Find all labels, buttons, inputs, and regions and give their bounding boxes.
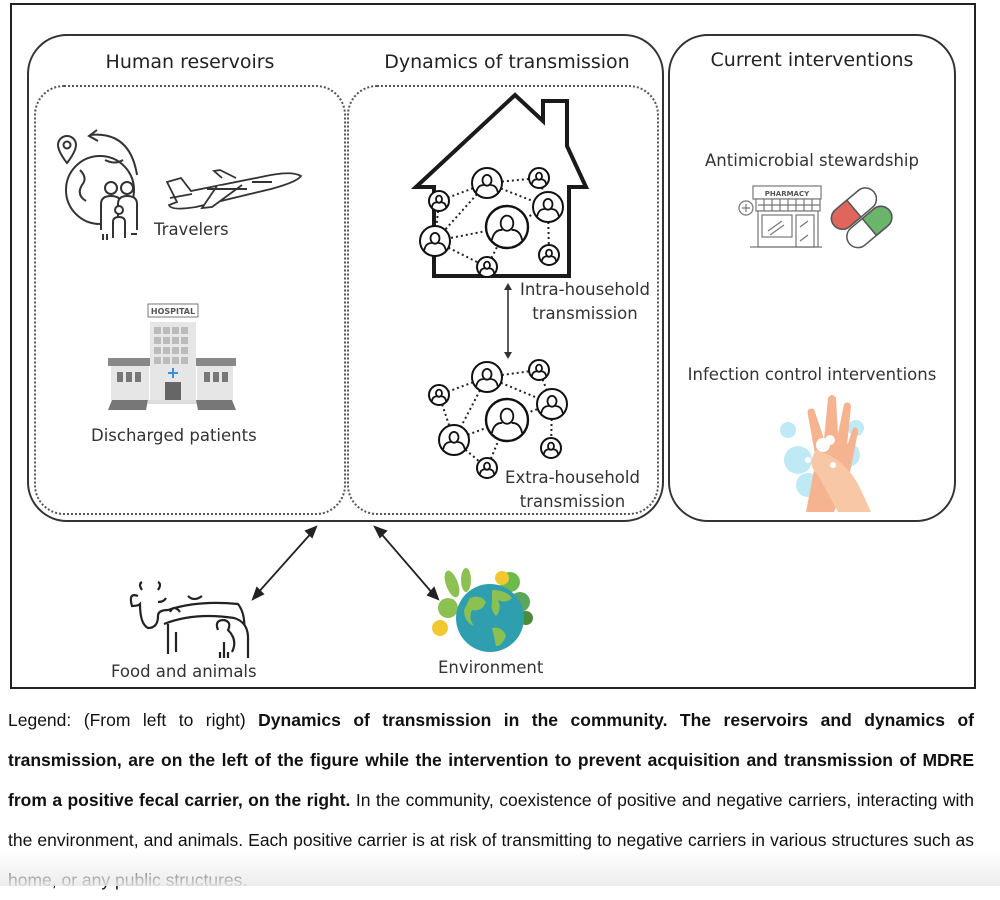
food-animals-arrow	[255, 529, 315, 596]
person-icon	[532, 191, 564, 223]
handwashing-icon	[780, 395, 871, 512]
infection-control-label: Infection control interventions	[687, 365, 937, 384]
human-reservoirs-box	[34, 85, 346, 515]
discharged-patients-label: Discharged patients	[91, 426, 257, 445]
double-arrow-icon	[504, 283, 512, 359]
environment-label: Environment	[438, 658, 544, 677]
hospital-sign-text: HOSPITAL	[151, 307, 195, 316]
person-icon	[484, 204, 530, 250]
intra-household-label-2: transmission	[532, 304, 638, 323]
interaction-arrows	[251, 525, 440, 601]
person-icon	[471, 361, 503, 393]
network-link	[438, 376, 488, 396]
human-reservoirs-title: Human reservoirs	[105, 51, 275, 73]
travelers-label: Travelers	[154, 220, 229, 239]
extra-household-network	[428, 359, 568, 479]
pharmacy-sign-text: PHARMACY	[765, 190, 810, 198]
extra-household-label-2: transmission	[519, 492, 626, 511]
person-icon	[540, 437, 562, 459]
environment-arrow	[377, 529, 435, 596]
dynamics-title: Dynamics of transmission	[384, 51, 630, 73]
person-icon	[428, 190, 450, 212]
legend-prefix: Legend: (From left to right)	[8, 710, 259, 730]
person-icon	[536, 388, 568, 420]
airplane-icon	[165, 169, 303, 210]
dynamics-box	[347, 85, 659, 515]
person-icon	[476, 256, 498, 278]
network-link	[486, 177, 540, 184]
interventions-title: Current interventions	[710, 49, 914, 71]
earth-plants-icon	[432, 568, 533, 652]
person-icon	[438, 424, 470, 456]
interventions-panel	[668, 34, 956, 522]
person-icon	[528, 167, 550, 189]
intra-household-network	[419, 167, 564, 278]
pills-icon	[830, 187, 893, 249]
antimicrobial-stewardship-label: Antimicrobial stewardship	[705, 151, 919, 170]
person-icon	[528, 359, 550, 381]
person-icon	[419, 225, 451, 257]
intra-household-label-1: Intra-household	[519, 280, 650, 299]
person-icon	[428, 384, 450, 406]
community-panel	[27, 34, 664, 522]
hospital-icon: HOSPITAL	[108, 303, 236, 410]
figure-frame	[10, 3, 976, 689]
food-animals-label: Food and animals	[111, 662, 257, 681]
person-icon	[538, 244, 560, 266]
person-icon	[471, 167, 503, 199]
network-link	[486, 419, 508, 469]
person-icon	[484, 397, 530, 443]
pharmacy-icon: PHARMACY	[738, 185, 822, 248]
legend-bold-text: Dynamics of transmission in the communit…	[8, 710, 974, 810]
person-icon	[476, 457, 498, 479]
network-link	[438, 182, 488, 202]
globe-travel-icon	[56, 129, 138, 240]
network-link	[486, 369, 540, 378]
extra-household-label-1: Extra-household	[505, 468, 640, 487]
livestock-icon	[129, 581, 250, 658]
figure-legend: Legend: (From left to right) Dynamics of…	[8, 700, 974, 900]
